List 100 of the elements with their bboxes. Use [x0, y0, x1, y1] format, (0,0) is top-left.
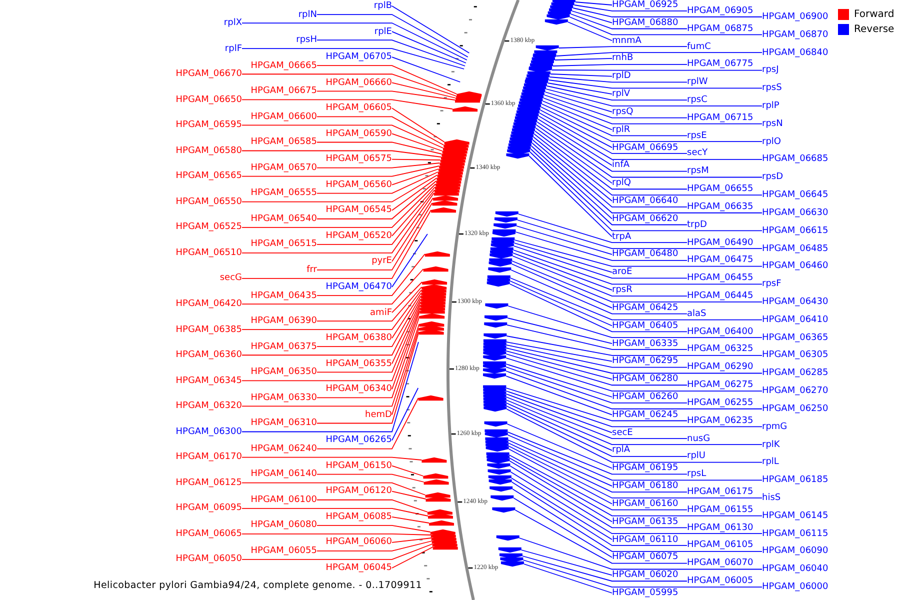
leader-line	[242, 508, 428, 516]
leader-line	[528, 156, 612, 238]
leader-line	[508, 442, 688, 492]
leader-line	[392, 82, 456, 98]
leader-line	[551, 70, 762, 71]
leader-line	[316, 296, 422, 348]
gene-label: rplF	[224, 44, 242, 54]
gene-label: rplO	[762, 136, 781, 147]
leader-line	[392, 282, 422, 313]
gene-label: HPGAM_06250	[762, 404, 828, 414]
leader-line	[512, 488, 762, 552]
gene-label: HPGAM_06380	[326, 333, 392, 344]
leader-line	[316, 40, 466, 66]
leader-line	[392, 198, 434, 262]
leader-line	[544, 94, 688, 118]
gene-label: HPGAM_06275	[687, 380, 754, 390]
leader-line	[242, 544, 433, 560]
gene-label: trpD	[687, 220, 707, 230]
gene-label: HPGAM_06875	[687, 24, 754, 34]
leader-line	[517, 220, 762, 249]
leader-line	[542, 100, 612, 130]
leader-line	[506, 390, 762, 428]
gene-label: HPGAM_06540	[250, 214, 317, 224]
gene-label: HPGAM_06060	[326, 537, 392, 548]
gene-label: HPGAM_06640	[612, 196, 678, 206]
leader-line	[392, 178, 438, 211]
leader-line	[510, 280, 612, 326]
leader-line	[532, 142, 762, 214]
gene-label: HPGAM_06280	[612, 374, 678, 384]
gene-label: HPGAM_06435	[250, 290, 317, 300]
gene-label: rpsC	[687, 95, 708, 106]
legend-label: Forward	[854, 9, 894, 21]
gene-label: rplK	[762, 440, 780, 450]
gene-label: HPGAM_06110	[612, 534, 678, 545]
leader-line	[506, 342, 612, 362]
leader-line	[514, 510, 688, 564]
leader-line	[510, 278, 762, 320]
gene-label: rpsH	[296, 35, 317, 46]
leader-line	[392, 516, 430, 524]
gene-label: HPGAM_06605	[326, 103, 392, 114]
leader-line	[316, 398, 419, 450]
leader-line	[506, 388, 688, 422]
leader-line	[506, 424, 612, 469]
gene-label: HPGAM_06175	[687, 487, 754, 498]
leader-line	[530, 152, 762, 232]
leader-line	[242, 290, 422, 330]
gene-label: HPGAM_06600	[250, 112, 317, 122]
leader-line	[316, 65, 458, 94]
leader-line	[506, 350, 612, 380]
leader-line	[538, 116, 762, 160]
gene-label: rplW	[687, 77, 708, 88]
leader-line	[533, 136, 612, 202]
gene-label: HPGAM_06340	[326, 384, 392, 394]
gene-label: HPGAM_06185	[762, 475, 828, 486]
leader-line	[509, 284, 688, 332]
gene-label: HPGAM_06260	[612, 392, 678, 402]
leader-line	[506, 348, 762, 374]
leader-line	[541, 104, 688, 136]
leader-line	[508, 454, 688, 510]
gene-label: rpsJ	[762, 65, 779, 76]
leader-line	[242, 166, 440, 177]
gene-label: HPGAM_06305	[762, 350, 828, 360]
gene-label: HPGAM_06160	[612, 498, 678, 509]
leader-line	[554, 58, 612, 60]
gene-label: HPGAM_06430	[762, 296, 828, 307]
gene-label: hisS	[762, 492, 781, 503]
gene-label: HPGAM_06335	[612, 338, 678, 349]
gene-label: secY	[687, 148, 708, 158]
leader-line	[392, 538, 432, 543]
leader-line	[392, 31, 466, 64]
leader-line	[507, 432, 688, 475]
gene-label: HPGAM_06515	[250, 239, 317, 250]
leader-line	[506, 358, 762, 392]
gene-label: HPGAM_06140	[250, 469, 317, 480]
leader-line	[514, 242, 612, 273]
gene-label: HPGAM_06290	[687, 362, 754, 372]
gene-label: rplV	[612, 89, 630, 100]
leader-line	[547, 82, 612, 95]
leader-line	[510, 466, 688, 528]
gene-label: HPGAM_06240	[250, 444, 317, 454]
leader-line	[242, 482, 426, 496]
leader-line	[515, 232, 688, 261]
gene-label: rpsS	[762, 83, 782, 94]
leader-line	[574, 2, 612, 6]
leader-line	[392, 546, 434, 568]
gene-label: HPGAM_06050	[176, 554, 242, 564]
gene-label: HPGAM_06585	[250, 137, 317, 148]
leader-line	[540, 110, 612, 148]
leader-line	[506, 354, 688, 386]
leader-line	[392, 6, 470, 54]
gene-label: HPGAM_06675	[250, 86, 317, 96]
gene-label: HPGAM_06880	[612, 18, 678, 28]
leader-line	[548, 80, 762, 89]
gene-label: HPGAM_06570	[250, 162, 317, 173]
gene-label: HPGAM_06630	[762, 208, 828, 218]
gene-label: HPGAM_06575	[326, 154, 392, 164]
leader-line	[392, 310, 420, 390]
gene-label: HPGAM_06385	[176, 324, 242, 335]
leader-line	[316, 332, 420, 424]
leader-line	[392, 108, 445, 142]
